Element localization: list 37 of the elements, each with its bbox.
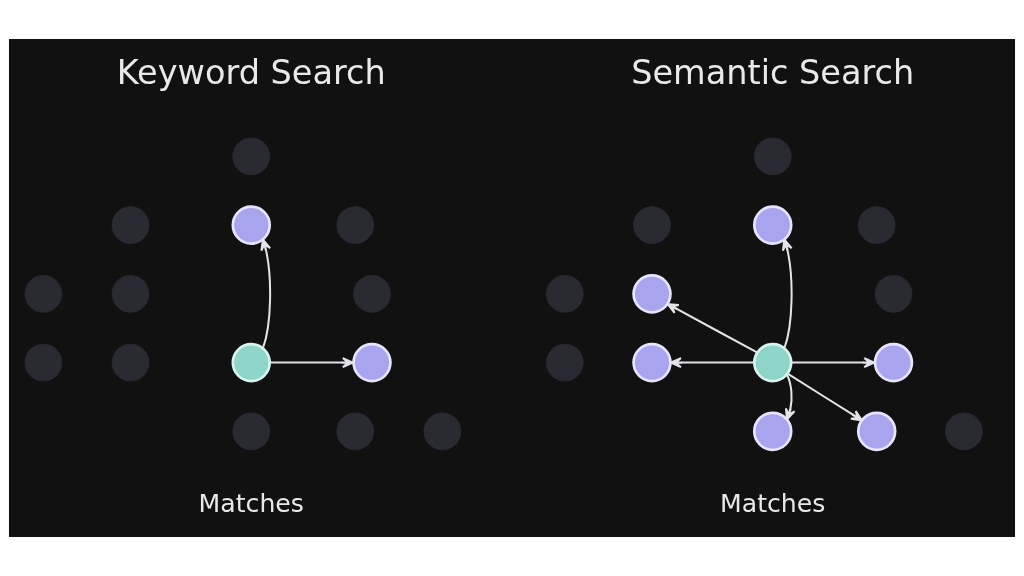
arrow	[784, 374, 796, 421]
label: Matches	[720, 488, 826, 518]
node-circle	[633, 206, 671, 244]
arrow	[270, 357, 354, 369]
label: Semantic Search	[631, 53, 915, 93]
node-circle	[752, 205, 793, 245]
node-circle	[231, 342, 272, 383]
node-circle	[752, 342, 793, 383]
node-circle	[545, 275, 584, 313]
node-circle	[111, 275, 150, 313]
node-circle	[856, 411, 897, 452]
node-circle	[111, 206, 150, 244]
node-circle	[111, 343, 150, 382]
node-circle	[945, 412, 983, 451]
node-circle	[232, 137, 271, 176]
label: Keyword Search	[116, 53, 386, 93]
node-circle	[336, 412, 375, 451]
arrow	[669, 357, 754, 369]
node-circle	[857, 206, 896, 244]
node-circle	[24, 343, 63, 382]
arrow	[666, 303, 758, 354]
node-circle	[353, 275, 391, 313]
node-circle	[24, 275, 63, 313]
node-circle	[873, 342, 914, 383]
node-circle	[632, 274, 672, 314]
node-circle	[232, 412, 271, 451]
node-circle	[423, 412, 462, 451]
label: Matches	[198, 488, 304, 518]
node-circle	[231, 205, 272, 245]
node-circle	[545, 343, 584, 382]
node-circle	[632, 342, 672, 383]
node-circle	[874, 275, 913, 313]
arrow	[791, 357, 876, 369]
node-circle	[336, 206, 375, 244]
node-circle	[753, 137, 792, 176]
node-circle	[752, 411, 793, 452]
node-circle	[352, 342, 392, 383]
